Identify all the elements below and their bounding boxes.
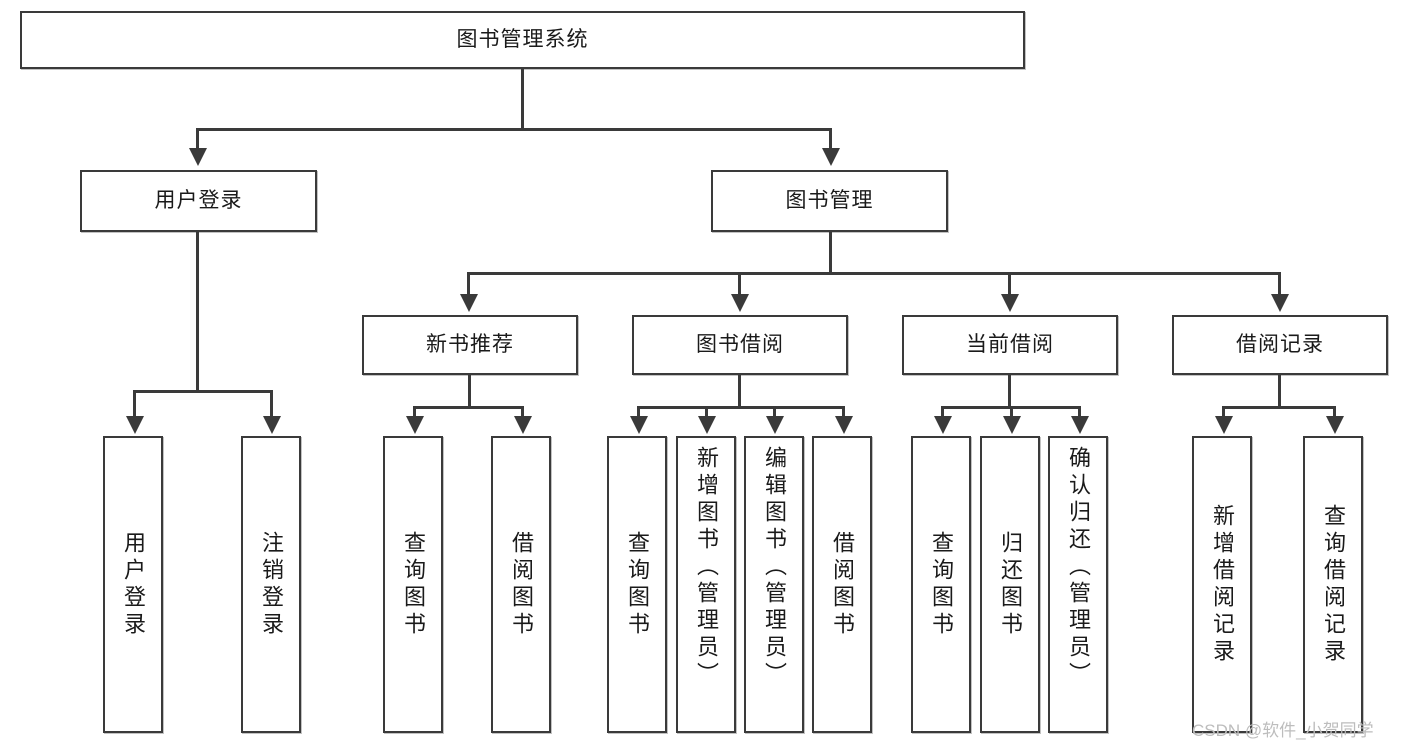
- node-current-borrow[interactable]: 当前借阅: [902, 315, 1118, 375]
- connector-book-manage-stem: [829, 232, 832, 274]
- leaf-current-borrow-confirm[interactable]: 确认归还（管理员）: [1048, 436, 1108, 733]
- connector-user-login-bus: [133, 390, 273, 393]
- arrowhead-borrow-record-leaf-1: [1215, 416, 1233, 434]
- node-book-manage[interactable]: 图书管理: [711, 170, 948, 232]
- connector-borrow-record-stem: [1278, 375, 1281, 408]
- node-book-borrow[interactable]: 图书借阅: [632, 315, 848, 375]
- node-book-manage-label: 图书管理: [785, 188, 874, 212]
- connector-current-borrow-drop-2: [1010, 406, 1013, 418]
- leaf-new-book-query-label: 查询图书: [401, 530, 426, 639]
- arrowhead-book-borrow-leaf-3: [766, 416, 784, 434]
- arrowhead-current-borrow-leaf-1: [934, 416, 952, 434]
- connector-book-manage-bus: [467, 272, 1280, 275]
- arrowhead-book-manage-book-borrow: [731, 294, 749, 312]
- leaf-current-borrow-query[interactable]: 查询图书: [911, 436, 971, 733]
- node-root-label: 图书管理系统: [456, 27, 589, 51]
- arrowhead-user-login-leaf-1: [126, 416, 144, 434]
- arrowhead-borrow-record-leaf-2: [1326, 416, 1344, 434]
- leaf-book-borrow-borrow[interactable]: 借阅图书: [812, 436, 872, 733]
- leaf-user-login-login[interactable]: 用户登录: [103, 436, 163, 733]
- connector-borrow-record-drop-2: [1333, 406, 1336, 418]
- connector-book-manage-drop-3: [1008, 272, 1011, 296]
- arrowhead-current-borrow-leaf-2: [1003, 416, 1021, 434]
- connector-book-manage-drop-2: [738, 272, 741, 296]
- leaf-user-login-logout-label: 注销登录: [259, 530, 284, 639]
- arrowhead-book-manage-current-borrow: [1001, 294, 1019, 312]
- leaf-borrow-record-query[interactable]: 查询借阅记录: [1303, 436, 1363, 733]
- arrowhead-new-book-leaf-2: [514, 416, 532, 434]
- arrowhead-root-to-user-login: [189, 148, 207, 166]
- node-borrow-record[interactable]: 借阅记录: [1172, 315, 1388, 375]
- connector-root-stem: [521, 69, 524, 129]
- connector-root-drop-2: [829, 128, 832, 150]
- node-book-borrow-label: 图书借阅: [696, 332, 784, 356]
- leaf-borrow-record-query-label: 查询借阅记录: [1321, 503, 1346, 666]
- leaf-new-book-borrow[interactable]: 借阅图书: [491, 436, 551, 733]
- arrowhead-new-book-leaf-1: [406, 416, 424, 434]
- node-root[interactable]: 图书管理系统: [20, 11, 1025, 69]
- leaf-borrow-record-add[interactable]: 新增借阅记录: [1192, 436, 1252, 733]
- leaf-new-book-borrow-label: 借阅图书: [509, 530, 534, 639]
- connector-borrow-record-drop-1: [1222, 406, 1225, 418]
- arrowhead-book-borrow-leaf-1: [630, 416, 648, 434]
- connector-book-manage-drop-4: [1278, 272, 1281, 296]
- leaf-book-borrow-edit-label: 编辑图书（管理员）: [762, 446, 787, 689]
- connector-new-book-drop-2: [521, 406, 524, 418]
- leaf-current-borrow-return-label: 归还图书: [998, 530, 1023, 639]
- leaf-book-borrow-query-label: 查询图书: [625, 530, 650, 639]
- connector-book-borrow-drop-2: [705, 406, 708, 418]
- connector-book-borrow-stem: [738, 375, 741, 408]
- arrowhead-book-borrow-leaf-2: [698, 416, 716, 434]
- connector-borrow-record-bus: [1222, 406, 1336, 409]
- connector-book-borrow-drop-1: [637, 406, 640, 418]
- arrowhead-root-to-book-manage: [822, 148, 840, 166]
- leaf-book-borrow-add[interactable]: 新增图书（管理员）: [676, 436, 736, 733]
- connector-current-borrow-drop-1: [941, 406, 944, 418]
- connector-user-login-drop-2: [270, 390, 273, 418]
- node-current-borrow-label: 当前借阅: [966, 332, 1054, 356]
- connector-book-borrow-drop-4: [842, 406, 845, 418]
- node-user-login-label: 用户登录: [154, 188, 243, 212]
- connector-new-book-drop-1: [413, 406, 416, 418]
- leaf-new-book-query[interactable]: 查询图书: [383, 436, 443, 733]
- connector-current-borrow-drop-3: [1078, 406, 1081, 418]
- leaf-book-borrow-edit[interactable]: 编辑图书（管理员）: [744, 436, 804, 733]
- arrowhead-book-manage-borrow-record: [1271, 294, 1289, 312]
- connector-book-borrow-bus: [637, 406, 845, 409]
- leaf-current-borrow-confirm-label: 确认归还（管理员）: [1066, 446, 1091, 689]
- connector-new-book-bus: [413, 406, 524, 409]
- leaf-current-borrow-query-label: 查询图书: [929, 530, 954, 639]
- connector-user-login-stem: [196, 232, 199, 392]
- connector-book-borrow-drop-3: [773, 406, 776, 418]
- connector-book-manage-drop-1: [467, 272, 470, 296]
- leaf-current-borrow-return[interactable]: 归还图书: [980, 436, 1040, 733]
- node-new-book-label: 新书推荐: [426, 332, 514, 356]
- leaf-user-login-login-label: 用户登录: [121, 530, 146, 639]
- connector-user-login-drop-1: [133, 390, 136, 418]
- connector-new-book-stem: [468, 375, 471, 408]
- connector-root-drop-1: [196, 128, 199, 150]
- leaf-borrow-record-add-label: 新增借阅记录: [1210, 503, 1235, 666]
- node-borrow-record-label: 借阅记录: [1236, 332, 1324, 356]
- node-new-book[interactable]: 新书推荐: [362, 315, 578, 375]
- arrowhead-book-borrow-leaf-4: [835, 416, 853, 434]
- arrowhead-book-manage-new-book: [460, 294, 478, 312]
- arrowhead-user-login-leaf-2: [263, 416, 281, 434]
- leaf-book-borrow-add-label: 新增图书（管理员）: [694, 446, 719, 689]
- node-user-login[interactable]: 用户登录: [80, 170, 317, 232]
- leaf-book-borrow-query[interactable]: 查询图书: [607, 436, 667, 733]
- connector-root-bus: [196, 128, 832, 131]
- arrowhead-current-borrow-leaf-3: [1071, 416, 1089, 434]
- leaf-user-login-logout[interactable]: 注销登录: [241, 436, 301, 733]
- leaf-book-borrow-borrow-label: 借阅图书: [830, 530, 855, 639]
- connector-current-borrow-stem: [1008, 375, 1011, 408]
